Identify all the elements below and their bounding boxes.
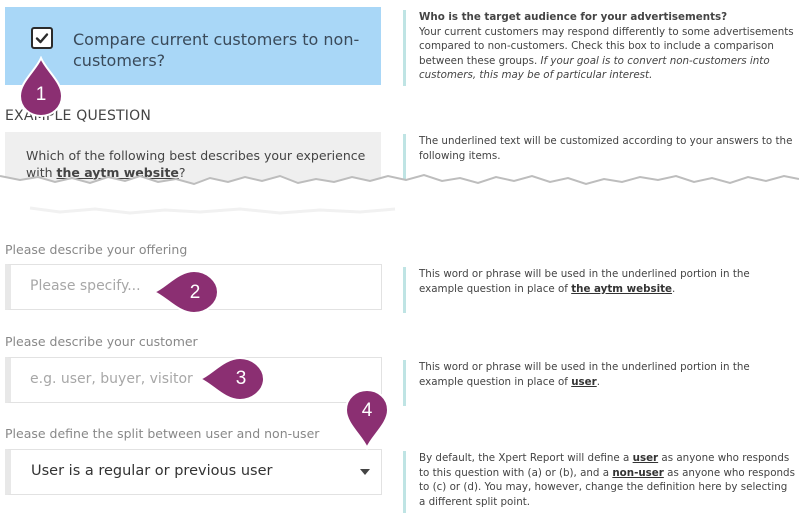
help-split: By default, the Xpert Report will define… (403, 451, 795, 513)
callout-4-icon (344, 388, 390, 450)
offering-placeholder: Please specify... (30, 278, 141, 294)
callout-2-icon (152, 269, 220, 315)
split-selected-value: User is a regular or previous user (31, 463, 273, 479)
help-audience-body: Your current customers may respond diffe… (419, 25, 794, 67)
help-example: The underlined text will be customized a… (403, 134, 795, 180)
callout-1-icon (18, 56, 64, 118)
compare-customers-panel[interactable] (5, 7, 381, 85)
help-customer: This word or phrase will be used in the … (403, 360, 795, 406)
example-question-prefix: Which of the following best describes yo… (26, 148, 366, 180)
customer-label: Please describe your customer (5, 334, 198, 349)
help-split-p1: By default, the Xpert Report will define… (419, 452, 633, 464)
torn-paper-divider (0, 173, 799, 220)
help-customer-prefix: This word or phrase will be used in the … (419, 361, 750, 388)
help-audience-title: Who is the target audience for your adve… (419, 11, 728, 23)
callout-3-icon (198, 356, 266, 402)
help-target-audience: Who is the target audience for your adve… (403, 10, 795, 86)
compare-customers-checkbox[interactable] (31, 27, 53, 49)
customer-placeholder: e.g. user, buyer, visitor (30, 371, 193, 387)
help-customer-underlined: user (571, 375, 597, 388)
split-select[interactable]: User is a regular or previous user (5, 449, 382, 495)
checkmark-icon (35, 33, 49, 44)
help-split-p3: as anyone who responds to (c) or (d). Yo… (419, 466, 795, 508)
help-split-p2: as anyone who responds to this question … (419, 452, 790, 479)
customer-input[interactable]: e.g. user, buyer, visitor (5, 357, 382, 403)
offering-label: Please describe your offering (5, 242, 188, 257)
caret-down-icon[interactable] (360, 469, 370, 475)
help-offering-underlined: the aytm website (571, 282, 673, 295)
callout-4-number: 4 (361, 400, 373, 421)
help-offering-prefix: This word or phrase will be used in the … (419, 268, 750, 295)
example-question-box (5, 132, 381, 184)
help-split-nonuser: non-user (612, 466, 664, 479)
compare-customers-label[interactable]: Compare current customers to non-custome… (73, 30, 360, 70)
split-label: Please define the split between user and… (5, 426, 320, 441)
example-question-text: Which of the following best describes yo… (26, 148, 371, 181)
help-example-text: The underlined text will be customized a… (419, 135, 793, 162)
help-offering-suffix: . (672, 282, 676, 295)
help-offering: This word or phrase will be used in the … (403, 267, 795, 313)
example-question-suffix: ? (178, 164, 186, 180)
help-audience-italic: If your goal is to convert non-customers… (419, 54, 770, 82)
example-question-underlined: the aytm website (56, 164, 179, 180)
help-split-user: user (632, 452, 659, 464)
help-customer-suffix: . (596, 375, 600, 388)
callout-3-number: 3 (235, 368, 247, 389)
callout-2-number: 2 (189, 282, 201, 303)
callout-1-number: 1 (35, 84, 47, 105)
